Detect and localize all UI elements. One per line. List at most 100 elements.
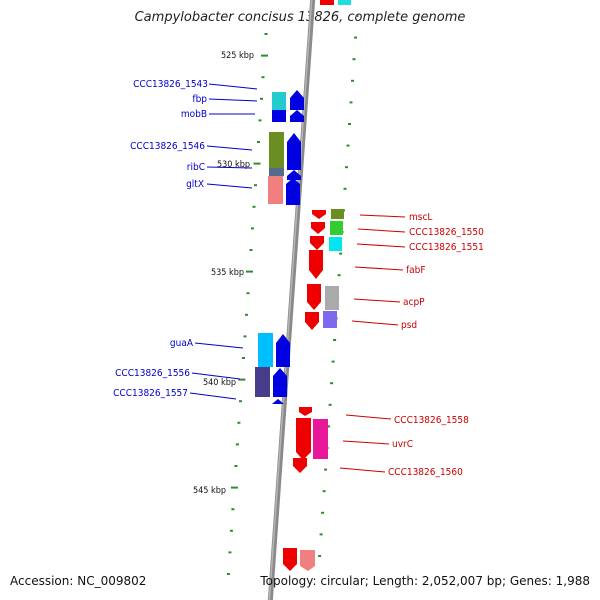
gene-ccc13826-1550 (311, 221, 343, 235)
left-tick (242, 357, 245, 359)
gene-mscl (312, 209, 344, 219)
right-tick (330, 382, 334, 385)
gene-ribc (269, 168, 301, 180)
left-tick (246, 292, 250, 295)
right-tick (343, 187, 347, 190)
gene-ccc13826-1543 (272, 90, 304, 110)
left-tick (238, 400, 242, 403)
gene-ccc13826-1558 (299, 407, 312, 416)
left-tick (238, 378, 246, 381)
left-tick (260, 97, 263, 100)
left-tick (237, 421, 241, 424)
gene-ccc13826-1557 (272, 399, 284, 404)
left-tick (254, 184, 257, 187)
leader-uvrc (342, 440, 390, 445)
leader-ccc13826-1551 (356, 243, 406, 248)
left-tick (258, 119, 262, 122)
gene-ccc13826-1560 (293, 458, 307, 473)
gene-label-ccc13826-1557: CCC13826_1557 (113, 388, 188, 399)
right-tick (331, 360, 335, 363)
scale-label-535: 535 kbp (211, 268, 244, 278)
gene-ccc13826-1551 (310, 236, 342, 251)
gene-label-psd: psd (401, 320, 417, 331)
gene-label-gltx: gltX (186, 179, 204, 190)
right-tick (351, 79, 354, 82)
gene-fabf (309, 250, 323, 279)
gene-label-ccc13826-1543: CCC13826_1543 (133, 79, 208, 90)
gene-label-ccc13826-1551: CCC13826_1551 (409, 242, 484, 253)
gene-top-red (320, 0, 334, 5)
genome-backbone-highlight (268, 0, 313, 600)
right-tick (333, 339, 337, 341)
left-tick (229, 529, 233, 532)
right-tick (324, 468, 328, 471)
left-tick (264, 33, 268, 35)
left-tick (228, 551, 232, 554)
left-tick (261, 76, 265, 79)
gene-psd (305, 311, 337, 330)
leader-acpp (353, 298, 401, 303)
leader-ccc13826-1557 (189, 392, 237, 400)
left-tick (243, 335, 247, 338)
leader-psd (351, 320, 399, 326)
left-tick (226, 573, 230, 575)
gene-uvrc (296, 418, 328, 460)
gene-label-acpp: acpP (403, 297, 425, 308)
leader-mscl (359, 214, 406, 218)
left-tick (261, 54, 268, 57)
right-tick (339, 252, 343, 255)
gene-label-ccc13826-1550: CCC13826_1550 (409, 227, 484, 238)
genome-backbone (267, 0, 316, 600)
right-tick (321, 511, 325, 514)
gene-bottom-red (283, 548, 297, 571)
left-tick (253, 162, 261, 165)
leader-guaa (194, 342, 244, 349)
leader-ccc13826-1558 (345, 414, 392, 420)
map-title: Campylobacter concisus 13826, complete g… (134, 10, 466, 25)
gene-label-ccc13826-1560: CCC13826_1560 (388, 467, 463, 478)
gene-label-mobb: mobB (181, 109, 207, 120)
tick-marks-left (226, 33, 268, 575)
right-tick (355, 15, 359, 17)
scale-label-545: 545 kbp (193, 486, 226, 496)
leader-fabf (354, 266, 404, 271)
gene-ccc13826-1546 (269, 132, 301, 170)
right-tick (352, 58, 356, 61)
leader-ccc13826-1543 (208, 83, 258, 90)
gene-label-ccc13826-1546: CCC13826_1546 (130, 141, 205, 152)
scale-label-530: 530 kbp (217, 160, 250, 170)
gene-label-fabf: fabF (406, 265, 426, 276)
leader-fbp (208, 98, 258, 102)
right-tick (354, 36, 357, 39)
right-tick (348, 123, 351, 125)
left-tick (230, 486, 238, 489)
gene-guaa (258, 333, 290, 367)
gene-label-ccc13826-1558: CCC13826_1558 (394, 415, 469, 426)
left-tick (235, 443, 239, 446)
right-tick (318, 555, 322, 557)
gene-gltx (268, 176, 300, 205)
right-tick (322, 490, 326, 493)
leader-gltx (206, 183, 253, 189)
right-tick (319, 533, 323, 536)
left-tick (245, 313, 248, 316)
gene-top-cyan (338, 0, 351, 5)
gene-label-ribc: ribC (187, 162, 205, 173)
right-tick (337, 274, 341, 277)
leader-ccc13826-1556 (191, 372, 241, 380)
left-tick (234, 465, 238, 467)
topology-text: Topology: circular; Length: 2,052,007 bp… (260, 574, 590, 588)
left-tick (231, 508, 235, 511)
gene-label-fbp: fbp (192, 94, 207, 105)
left-tick (246, 270, 253, 273)
leader-ribc (206, 166, 253, 169)
right-tick (349, 101, 353, 104)
leader-ccc13826-1546 (206, 145, 253, 151)
left-tick (249, 249, 253, 251)
scale-label-540: 540 kbp (203, 378, 236, 388)
right-tick (345, 166, 348, 169)
scale-label-525: 525 kbp (221, 51, 254, 61)
leader-ccc13826-1550 (357, 228, 406, 233)
gene-acpp (307, 284, 339, 310)
